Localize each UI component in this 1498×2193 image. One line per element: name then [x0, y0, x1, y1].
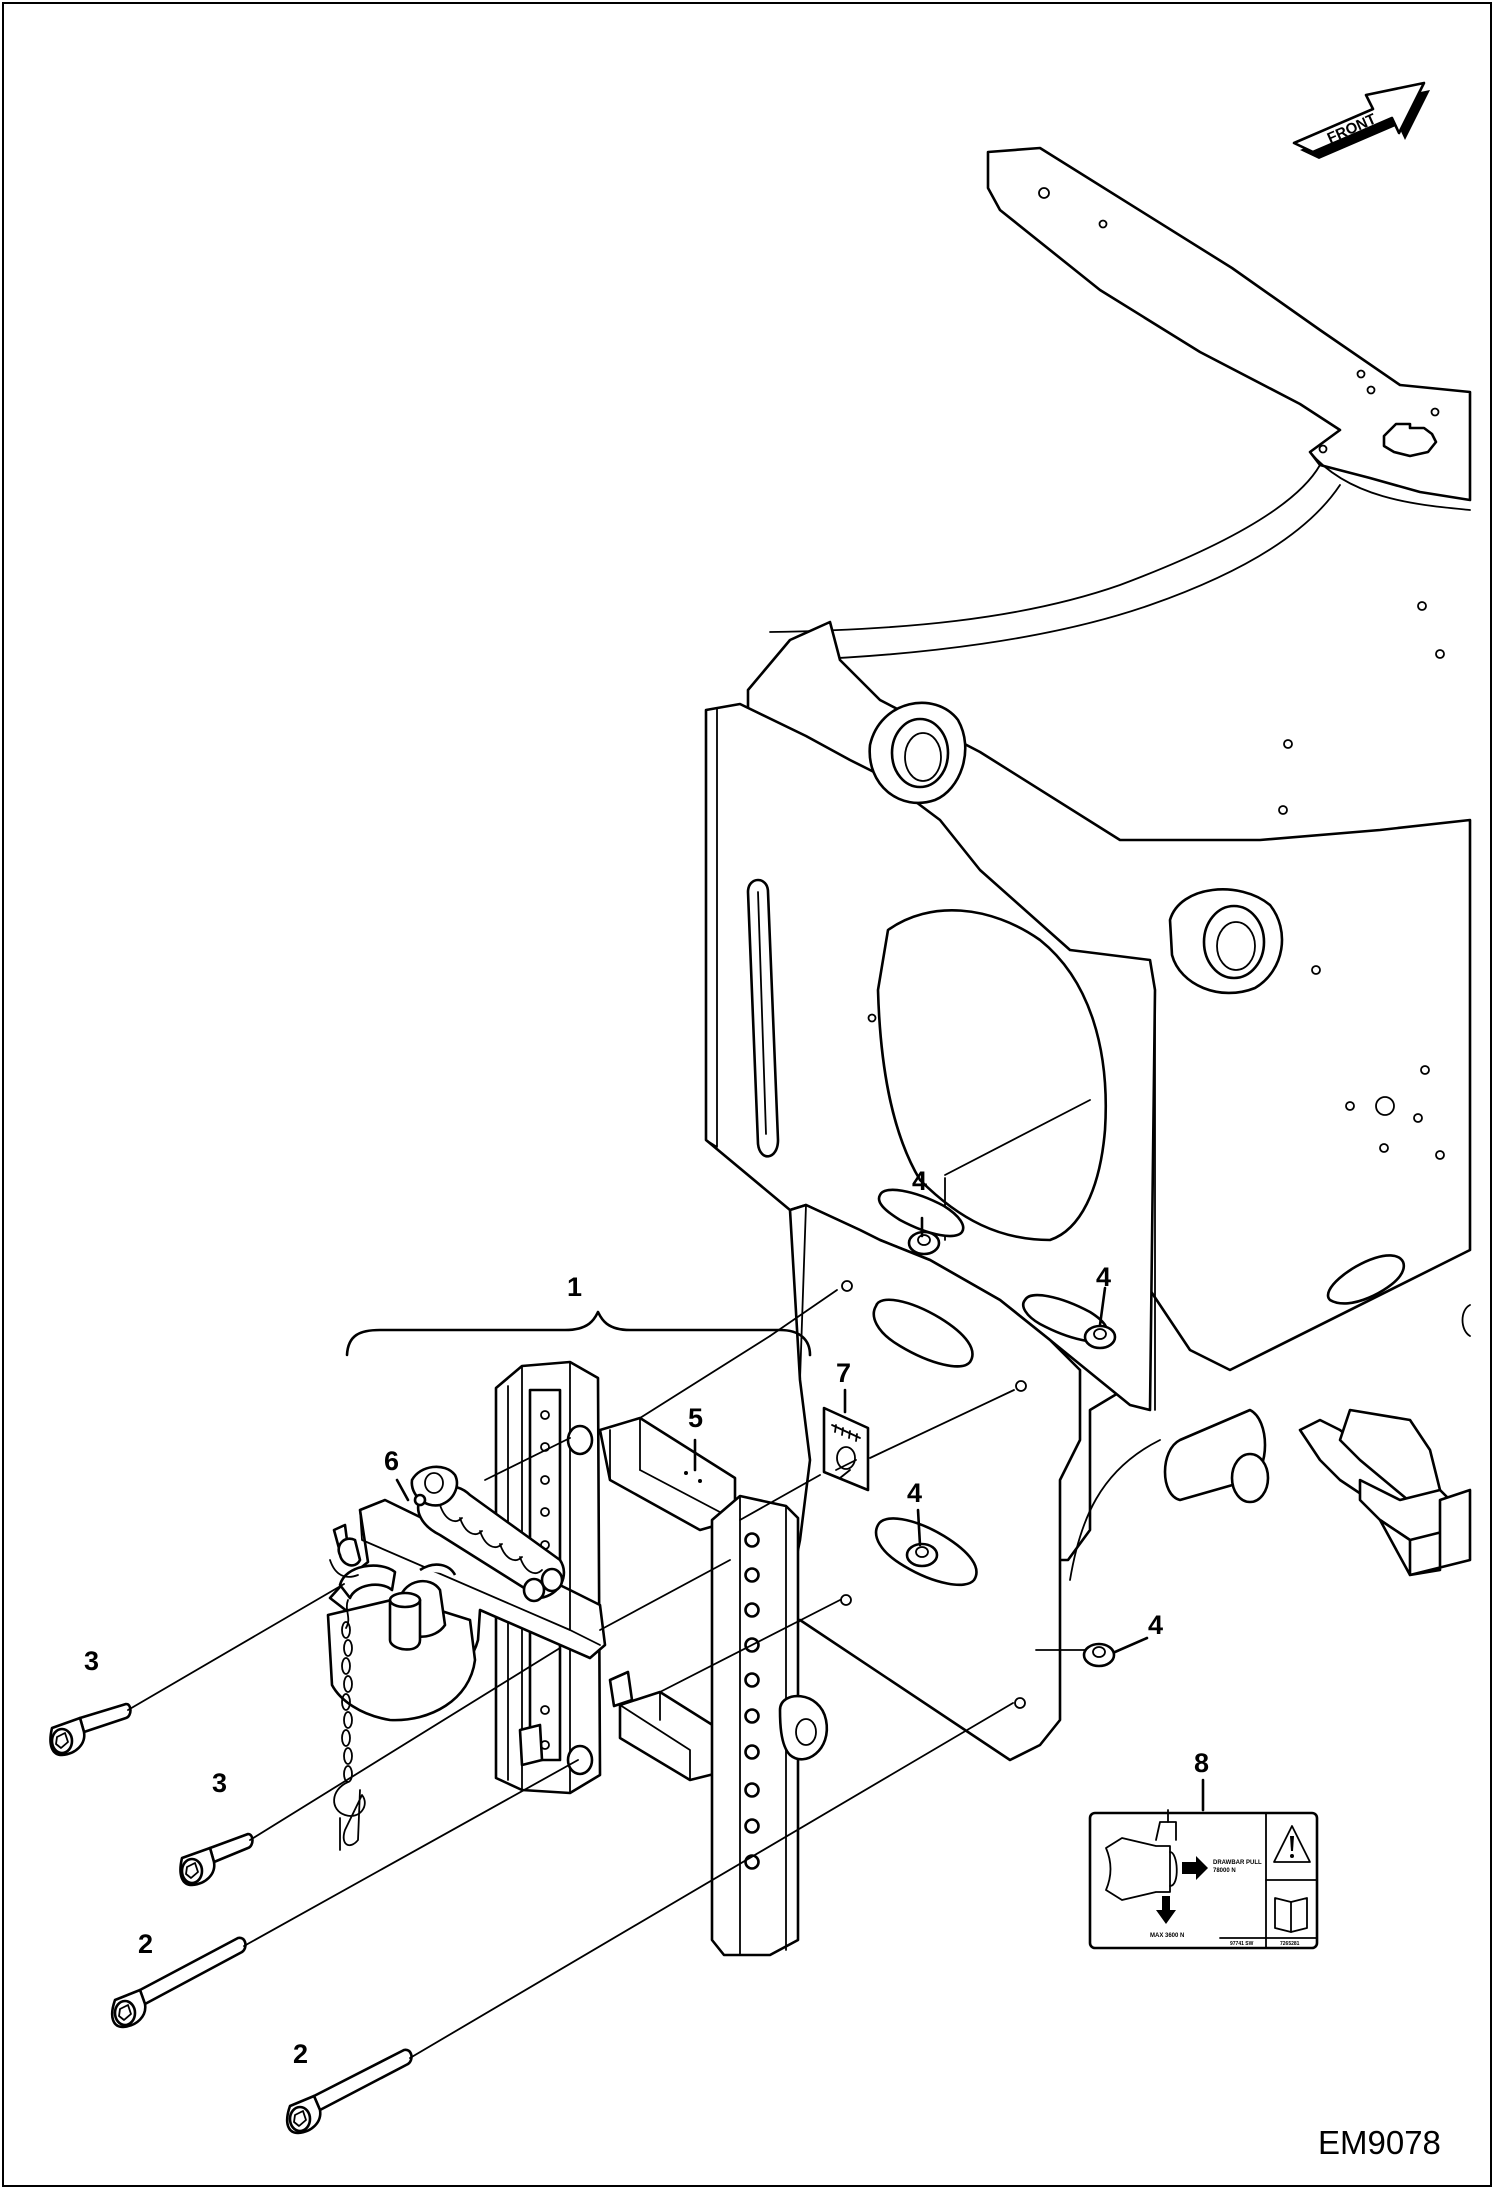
callout-6: 6	[384, 1446, 399, 1476]
machine-frame-rail	[769, 146, 1472, 661]
callout-2-lower: 2	[293, 2039, 308, 2069]
decal-vertical-load: MAX 3600 N	[1150, 1933, 1184, 1939]
callout-5: 5	[688, 1403, 703, 1433]
nut-4-b	[1083, 1324, 1117, 1350]
decal-code-right: 7265281	[1280, 1941, 1300, 1947]
leader-lines	[127, 1216, 1205, 2059]
nut-4-d	[1082, 1642, 1116, 1668]
callout-4-b: 4	[1096, 1262, 1111, 1292]
hitch-mounting-plate	[778, 1188, 1472, 1762]
hitch-bracket-assembly	[326, 1360, 829, 1957]
decal-pull-label: DRAWBAR PULL	[1213, 1860, 1262, 1866]
bolt-2-lower	[285, 2048, 413, 2135]
coupling-pictogram	[1105, 1809, 1208, 1924]
nut-4-c	[905, 1542, 939, 1568]
front-direction-arrow: FRONT	[1292, 81, 1430, 159]
callout-1: 1	[567, 1272, 582, 1302]
callout-3-upper: 3	[84, 1646, 99, 1676]
decal-code-left: 97741 SW	[1230, 1941, 1254, 1947]
decal-8-drawbar-label: DRAWBAR PULL 78000 N MAX 3600 N 97741 SW…	[1088, 1809, 1319, 1950]
callout-labels: 1 2 2 3 3 4 4 4 4 5 6 7 8	[84, 1166, 1209, 2069]
fasteners	[49, 1230, 1117, 2135]
decal-7	[822, 1406, 870, 1492]
callout-3-lower: 3	[212, 1768, 227, 1798]
callout-4-d: 4	[1148, 1610, 1163, 1640]
callout-4-c: 4	[907, 1478, 922, 1508]
warning-triangle-icon	[1273, 1825, 1311, 1863]
bolt-2-upper	[110, 1936, 247, 2029]
callout-4-a: 4	[912, 1166, 927, 1196]
callout-7: 7	[836, 1358, 851, 1388]
nut-4-a	[907, 1230, 941, 1256]
callout-2-upper: 2	[138, 1929, 153, 1959]
decal-pull-value: 78000 N	[1213, 1868, 1236, 1874]
callout-8: 8	[1194, 1748, 1209, 1778]
bolt-3-upper	[49, 1702, 132, 1757]
open-book-icon	[1274, 1897, 1308, 1933]
bolt-3-lower	[179, 1832, 254, 1887]
figure-id: EM9078	[1318, 2124, 1441, 2161]
